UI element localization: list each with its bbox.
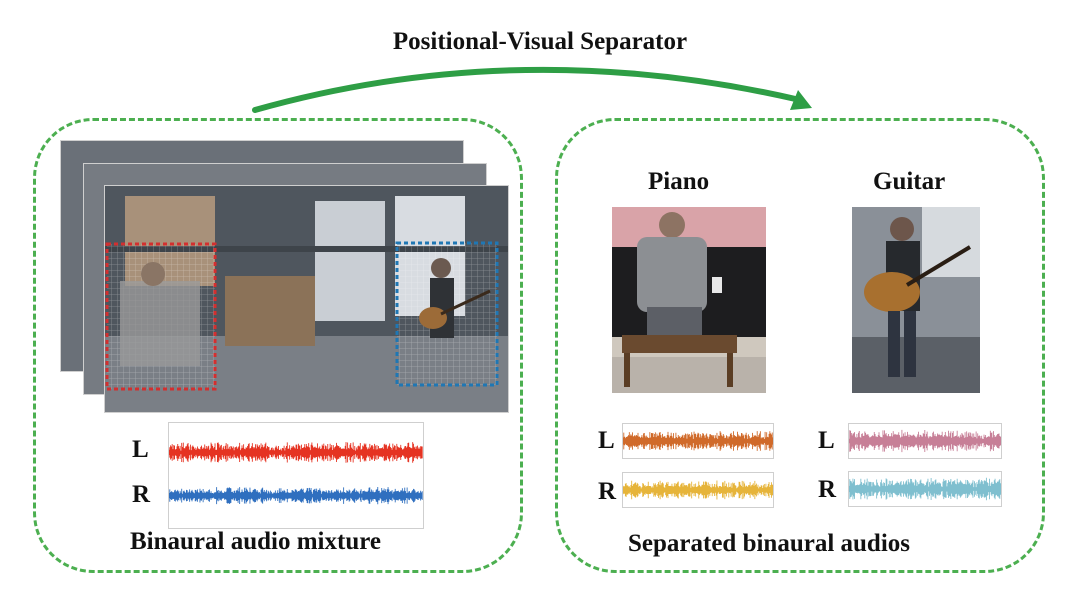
piano-left-waveform <box>623 431 773 451</box>
arrow-head <box>790 90 812 110</box>
mixture-panel <box>33 118 523 573</box>
separated-caption: Separated binaural audios <box>628 530 911 557</box>
guitar-right-waveform-box <box>848 471 1002 507</box>
mixture-waveform-box <box>168 422 424 529</box>
piano-label: Piano <box>648 168 710 195</box>
separated-panel <box>555 118 1045 573</box>
piano-left-label: L <box>598 427 615 454</box>
guitar-left-waveform <box>849 429 1001 453</box>
diagram-title: Positional-Visual Separator <box>392 28 688 55</box>
mixture-right-label: R <box>132 481 151 508</box>
guitar-left-waveform-box <box>848 423 1002 459</box>
mixture-left-label: L <box>132 436 149 463</box>
mixture-right-waveform <box>169 486 423 505</box>
guitar-right-waveform <box>849 477 1001 501</box>
piano-right-waveform-box <box>622 472 774 508</box>
piano-right-waveform <box>623 480 773 500</box>
guitar-left-label: L <box>818 427 835 454</box>
piano-image <box>612 207 766 393</box>
piano-right-label: R <box>598 478 617 505</box>
guitar-label: Guitar <box>873 168 946 195</box>
mixture-caption: Binaural audio mixture <box>130 528 381 555</box>
video-frame-front[interactable] <box>104 185 509 413</box>
piano-left-waveform-box <box>622 423 774 459</box>
room-scene <box>105 186 508 412</box>
guitar-image <box>852 207 980 393</box>
guitar-right-label: R <box>818 476 837 503</box>
mixture-left-waveform <box>169 442 423 463</box>
